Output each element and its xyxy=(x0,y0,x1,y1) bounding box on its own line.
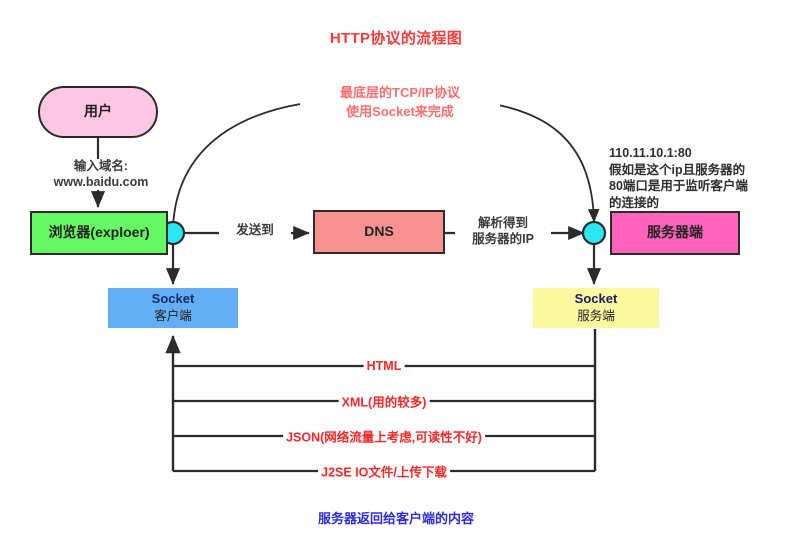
junction-circle-server xyxy=(581,220,607,246)
server-note: 110.11.10.1:80 假如是这个ip且服务器的 80端口是用于监听客户端… xyxy=(609,145,789,212)
edge-label-resolve-ip-line1: 解析得到 xyxy=(477,216,528,230)
page-title: HTTP协议的流程图 xyxy=(329,30,463,47)
node-socket-server[interactable]: Socket 服务端 xyxy=(533,288,659,328)
edge-label-resolve-ip-line2: 服务器的IP xyxy=(472,231,534,246)
return-line-label-2: JSON(网络流量上考虑,可读性不好) xyxy=(283,426,485,446)
node-socket-server-subtitle: 服务端 xyxy=(577,309,615,324)
return-line-label-1: XML(用的较多) xyxy=(338,391,430,411)
edge-label-input-domain-line2: www.baidu.com xyxy=(53,174,149,189)
footer-caption: 服务器返回给客户端的内容 xyxy=(317,511,474,526)
arc-label-tcpip-socket: 最底层的TCP/IP协议 使用Socket来完成 xyxy=(300,84,500,122)
edge-label-input-domain-line1: 输入域名: xyxy=(73,159,129,173)
return-line-label-3: J2SE IO文件/上传下载 xyxy=(318,461,450,481)
node-socket-client[interactable]: Socket 客户端 xyxy=(108,288,238,328)
server-note-line4: 的连接的 xyxy=(609,195,660,210)
edge-label-resolve-ip: 解析得到 服务器的IP xyxy=(455,216,551,248)
server-note-line3: 80端口是用于监听客户端 xyxy=(609,179,748,194)
server-note-line2: 假如是这个ip且服务器的 xyxy=(609,162,746,177)
node-socket-client-subtitle: 客户端 xyxy=(154,309,192,324)
arc-label-line2: 使用Socket来完成 xyxy=(346,103,454,119)
arc-label-line1: 最底层的TCP/IP协议 xyxy=(340,85,460,100)
node-user[interactable]: 用户 xyxy=(38,86,158,138)
node-socket-client-title: Socket xyxy=(151,291,195,307)
node-dns[interactable]: DNS xyxy=(313,210,445,254)
edge-label-send-to: 发送到 xyxy=(219,223,291,239)
node-socket-server-title: Socket xyxy=(574,291,618,307)
edge-label-input-domain: 输入域名: www.baidu.com xyxy=(38,159,164,191)
node-server[interactable]: 服务器端 xyxy=(610,211,740,255)
server-note-line1: 110.11.10.1:80 xyxy=(609,146,692,160)
return-line-label-0: HTML xyxy=(363,359,405,373)
node-browser[interactable]: 浏览器(exploer) xyxy=(30,211,168,255)
